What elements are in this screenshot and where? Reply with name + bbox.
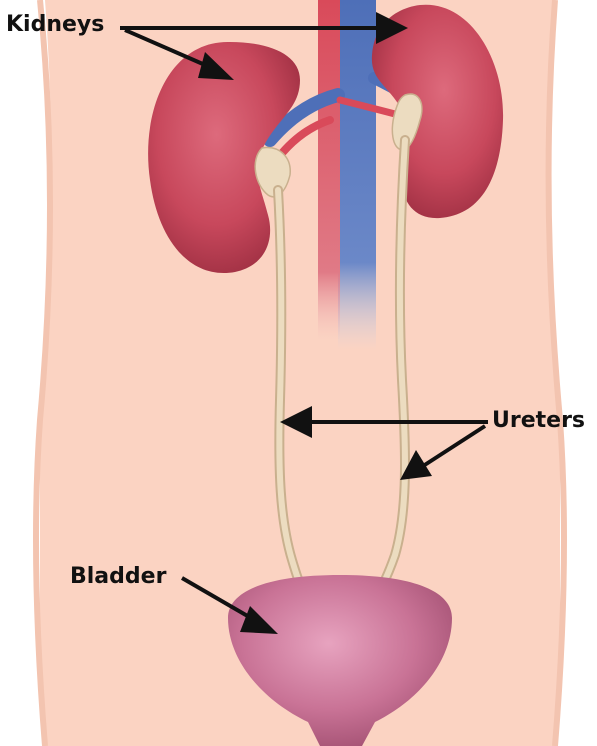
bladder-label: Bladder xyxy=(70,566,166,588)
kidneys-label: Kidneys xyxy=(6,14,104,36)
aorta xyxy=(318,0,340,340)
ureters-label: Ureters xyxy=(492,410,585,432)
vena-cava xyxy=(338,0,376,350)
